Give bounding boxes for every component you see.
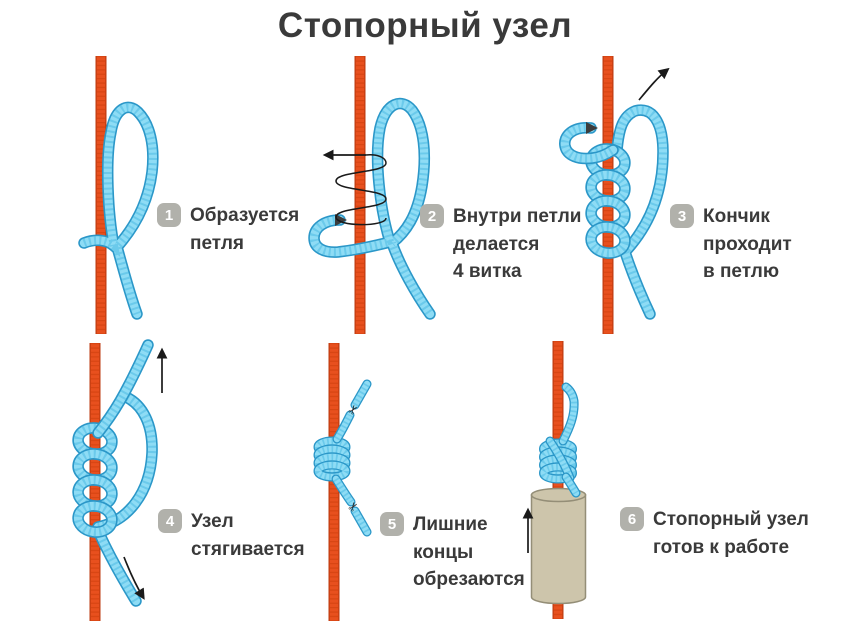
rope-top-end	[92, 339, 154, 439]
rope-tip-cap	[586, 122, 598, 134]
step-1-label: 1 Образуется петля	[157, 202, 299, 257]
arrow-down-icon	[123, 556, 145, 600]
rope-loop	[308, 97, 436, 320]
step-text-line: концы	[413, 541, 474, 563]
step-number-badge: 6	[620, 507, 644, 531]
step-text-line: Стопорный узел	[653, 509, 809, 530]
step-text: Образуется петля	[190, 202, 299, 257]
step-text-line: стягивается	[191, 538, 305, 560]
spiral-arrow-icon	[322, 149, 387, 226]
step-number-badge: 5	[380, 512, 404, 536]
step-text-line: готов к работе	[653, 536, 790, 558]
step-text-line: Образуется	[190, 205, 300, 226]
step-number-badge: 2	[420, 204, 444, 228]
step-1-illustration	[78, 56, 159, 334]
step-4-illustration	[72, 339, 168, 621]
step-2-illustration	[308, 56, 436, 334]
page-title: Стопорный узел	[277, 6, 573, 45]
tight-knot	[313, 436, 351, 482]
step-4-label: 4 Узел стягивается	[158, 508, 305, 563]
step-text-line: Лишние	[413, 514, 488, 535]
step-number-badge: 4	[158, 509, 182, 533]
step-text: Лишние концы обрезаются	[413, 511, 525, 594]
step-text-line: делается	[453, 233, 540, 255]
step-text-line: петля	[190, 232, 245, 254]
rope-coils	[72, 422, 118, 538]
step-6-illustration	[522, 341, 587, 619]
arrow-up-right-icon	[638, 67, 670, 101]
step-5-label: 5 Лишние концы обрезаются	[380, 511, 525, 594]
rope-working-end	[559, 122, 619, 165]
step-3-illustration	[559, 56, 670, 334]
step-text-line: Внутри петли	[453, 206, 582, 227]
step-text-line: Кончик	[703, 206, 770, 227]
cut-rope-ends	[331, 379, 372, 537]
rope-loop	[78, 101, 159, 320]
step-text-line: в петлю	[703, 261, 780, 283]
step-text: Внутри петли делается 4 витка	[453, 203, 581, 286]
tight-knot	[539, 436, 577, 484]
rope-big-loop	[611, 104, 669, 320]
rope-tip-cap	[335, 214, 347, 226]
step-text-line: проходит	[703, 233, 792, 255]
step-text-line: обрезаются	[413, 569, 525, 591]
step-text-line: Узел	[191, 511, 234, 532]
step-number-badge: 1	[157, 203, 181, 227]
step-text: Узел стягивается	[191, 508, 305, 563]
step-text: Стопорный узел готов к работе	[653, 506, 809, 561]
rope-ends	[558, 382, 581, 498]
step-number-badge: 3	[670, 204, 694, 228]
step-2-label: 2 Внутри петли делается 4 витка	[420, 203, 581, 286]
float-cylinder	[530, 487, 587, 605]
step-text: Кончик проходит в петлю	[703, 203, 792, 286]
step-6-label: 6 Стопорный узел готов к работе	[620, 506, 809, 561]
rope-loop	[92, 391, 158, 607]
step-5-illustration: ✂ ✂	[313, 343, 372, 621]
step-text-line: 4 витка	[453, 261, 522, 283]
step-3-label: 3 Кончик проходит в петлю	[670, 203, 792, 286]
